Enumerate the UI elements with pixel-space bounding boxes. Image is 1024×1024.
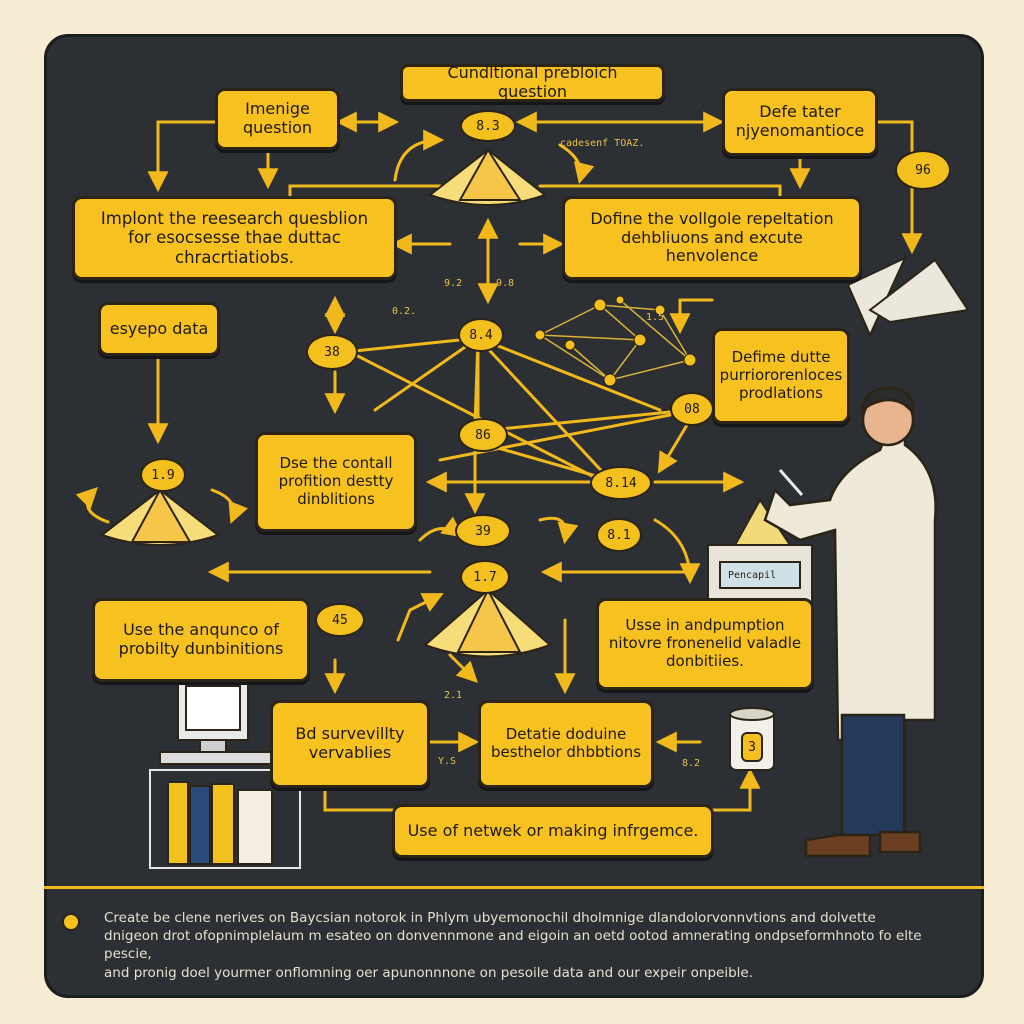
small-label: 9.2 xyxy=(444,278,463,289)
jar-label: 3 xyxy=(741,732,763,762)
lamp-box-label: Pencapil xyxy=(728,570,777,581)
small-label: cadesenf TOAZ. xyxy=(560,138,645,149)
small-label: 9.8 xyxy=(496,278,515,289)
network-box: Use of netwek or making infrgemce. xyxy=(392,804,714,858)
caption-text: Create be clene nerives on Baycsian noto… xyxy=(104,910,922,981)
esyepo-data-box: esyepo data xyxy=(98,302,220,356)
small-label: 8.2 xyxy=(682,758,701,769)
bullet-icon xyxy=(62,913,80,931)
node-left: 38 xyxy=(306,334,358,370)
node-center-lamp: 1.7 xyxy=(460,560,510,594)
small-label: 0.2. xyxy=(392,306,417,317)
node-top: 8.3 xyxy=(460,110,516,142)
node-lower: 39 xyxy=(455,514,511,548)
caption-divider xyxy=(44,886,984,889)
small-label: 2.1 xyxy=(444,690,463,701)
small-label: 1.5 xyxy=(646,312,665,323)
node-left-lamp: 1.9 xyxy=(140,458,186,492)
node-08: 08 xyxy=(670,392,714,426)
node-45: 45 xyxy=(315,603,365,637)
title-box: Cundltional prebloich question xyxy=(400,63,665,102)
node-lower-right: 8.1 xyxy=(596,518,642,552)
small-label: Y.S xyxy=(438,756,457,767)
node-center: 8.4 xyxy=(458,318,504,352)
node-right: 8.14 xyxy=(590,466,652,500)
node-mid: 86 xyxy=(458,418,508,452)
node-right-top: 96 xyxy=(895,150,951,190)
